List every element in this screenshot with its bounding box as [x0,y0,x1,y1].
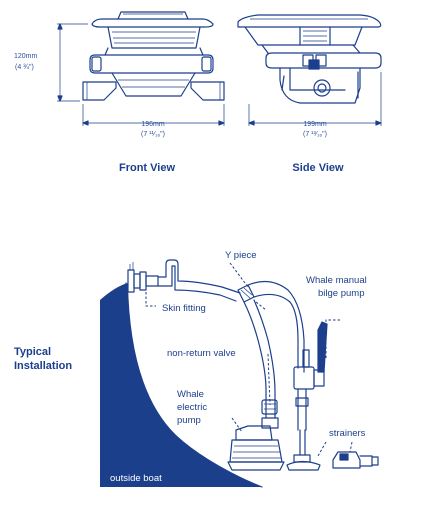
side-width-in-label: (7 ¹³⁄₁₆") [303,131,327,138]
side-view-drawing [237,14,382,104]
installation-title-line1: Typical [14,346,51,358]
front-width-mm-label: 196mm [141,121,165,128]
y-piece [237,284,255,303]
side-width-dimension: 199mm (7 ¹³⁄₁₆") [248,72,382,138]
height-mm-label: 120mm [14,53,38,60]
side-view-title: Side View [292,162,344,174]
front-width-in-label: (7 ¹¹⁄₁₆") [141,131,165,138]
side-width-mm-label: 199mm [303,121,327,128]
manual-bilge-pump [293,321,328,456]
front-view-title: Front View [119,162,175,174]
discharge-hose [157,259,241,302]
electric-pump [227,417,285,471]
front-width-dimension: 196mm (7 ¹¹⁄₁₆") [82,104,225,138]
manual-pump-label-line2: bilge pump [318,288,364,299]
height-dimension: 120mm (4 ¾") [14,23,88,102]
front-view-drawing [82,11,225,101]
strainer-side [332,451,379,469]
electric-pump-label-line3: pump [177,415,201,426]
electric-pump-hose [243,299,278,419]
y-piece-label: Y piece [225,250,257,261]
non-return-valve-label: non-return valve [167,348,236,359]
installation-title-line2: Installation [14,360,72,372]
electric-pump-label-line2: electric [177,402,207,413]
skin-fitting [127,262,159,293]
strainer-floor [286,454,321,471]
manual-pump-hose [247,280,305,373]
height-in-label: (4 ¾") [15,64,34,71]
strainers-label: strainers [329,428,366,439]
skin-fitting-label: Skin fitting [162,303,206,314]
electric-pump-label-line1: Whale [177,389,204,400]
outside-boat-label: outside boat [110,473,162,484]
boat-hull [100,283,262,487]
manual-pump-label-line1: Whale manual [306,275,367,286]
